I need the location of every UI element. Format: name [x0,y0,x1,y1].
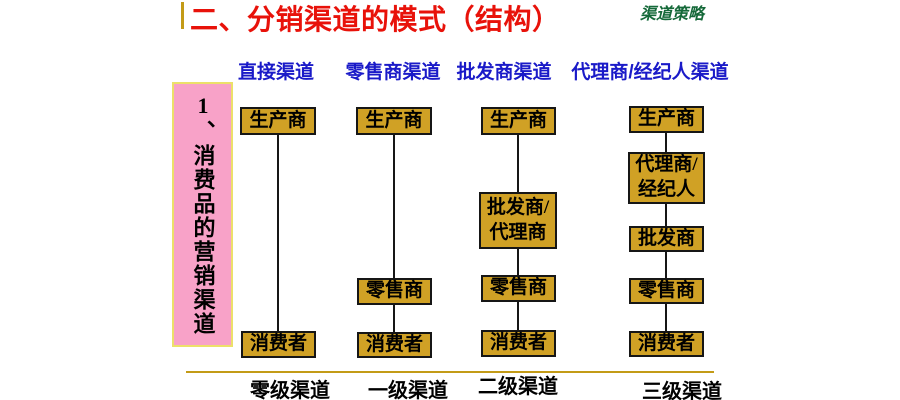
side-banner-label: 1、消费品的营销渠道 [190,93,216,336]
baseline-rule [186,371,714,373]
level-label-three: 三级渠道 [642,381,722,400]
node-agent-broker-col4: 代理商/ 经纪人 [628,152,705,204]
level-label-two: 二级渠道 [478,376,558,398]
node-producer-col2: 生产商 [356,107,432,135]
side-banner: 1、消费品的营销渠道 [172,82,233,347]
node-retailer-col4: 零售商 [629,278,704,304]
slide-title: 二、分销渠道的模式（结构） [190,4,561,35]
connector-line [665,204,667,226]
node-wholesaler-agent-col3: 批发商/ 代理商 [479,192,557,249]
column-header-direct-channel: 直接渠道 [237,62,315,83]
level-label-one: 一级渠道 [368,380,448,400]
connector-line [517,302,519,330]
connector-line [665,252,667,278]
node-consumer-col2: 消费者 [357,332,432,358]
node-wholesaler-col4: 批发商 [629,226,704,252]
node-producer-col1: 生产商 [240,107,316,135]
connector-line [393,135,395,278]
node-retailer-col2: 零售商 [357,278,432,305]
connector-line [665,133,667,152]
level-label-zero: 零级渠道 [250,380,330,400]
node-producer-col4: 生产商 [629,106,704,133]
column-header-retailer-channel: 零售商渠道 [345,62,441,83]
node-consumer-col4: 消费者 [629,331,704,357]
connector-line [665,304,667,331]
column-header-wholesaler-channel: 批发商渠道 [456,62,552,83]
node-retailer-col3: 零售商 [481,275,556,302]
connector-line [517,249,519,275]
node-consumer-col1: 消费者 [241,331,316,358]
title-accent-bar [181,2,184,29]
column-header-agent-broker-channel: 代理商/经纪人渠道 [571,62,729,83]
connector-line [277,135,279,331]
node-producer-col3: 生产商 [481,107,556,135]
connector-line [517,135,519,192]
corner-note: 渠道策略 [640,6,705,23]
connector-line [393,305,395,332]
node-consumer-col3: 消费者 [481,330,556,357]
